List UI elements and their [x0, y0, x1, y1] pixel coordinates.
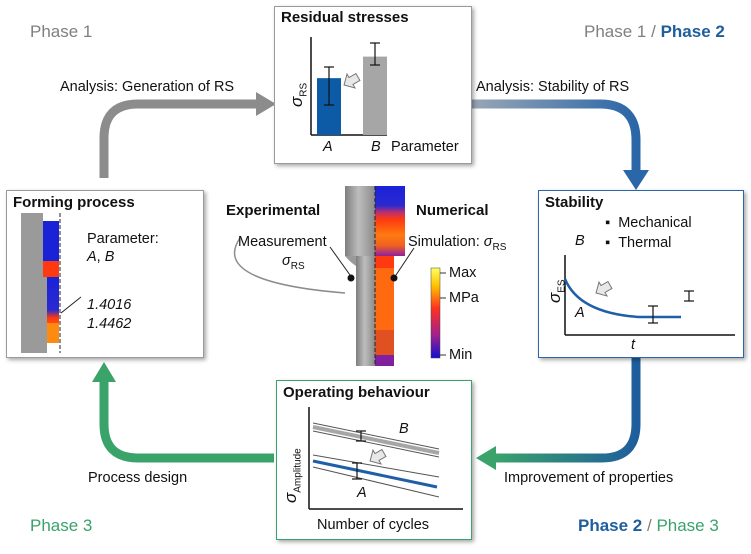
forming-parameter-values: A, B [87, 249, 114, 265]
operating-behaviour-title: Operating behaviour [283, 384, 430, 401]
simulation-sigma-sym: σ [483, 234, 493, 250]
phase-label-top-right-part1: Phase 1 [584, 22, 647, 41]
increase-arrow [343, 72, 361, 89]
arrow-label-improvement: Improvement of properties [504, 470, 674, 486]
residual-y-sym: σ [287, 96, 306, 107]
experimental-label: Experimental [226, 202, 321, 219]
forming-material-2: 1.4462 [87, 316, 132, 332]
residual-stresses-title: Residual stresses [281, 9, 409, 26]
forming-param-sep: , [96, 249, 105, 265]
arrow-phase2 [470, 99, 641, 172]
arrow-label-process-design: Process design [88, 470, 188, 486]
arrow-label-generation: Analysis: Generation of RS [60, 79, 235, 95]
stability-item-thermal: ▪ Thermal [605, 235, 672, 251]
simulation-text: Simulation: [408, 234, 484, 250]
stability-item-thermal-text: Thermal [618, 235, 672, 251]
forming-material-1: 1.4016 [87, 297, 132, 313]
color-scale [430, 267, 441, 359]
measurement-sigma: σRS [282, 253, 305, 272]
arrow-phase3 [99, 380, 274, 463]
stability-item-mechanical: ▪ Mechanical [605, 215, 692, 231]
residual-y-sub: RS [298, 82, 310, 97]
stability-item-mechanical-text: Mechanical [618, 215, 692, 231]
arrow-phase1-head [256, 92, 276, 116]
forming-process-panel: Forming process Parameter: A, B 1.4016 1… [6, 190, 204, 358]
sn-line-a [312, 459, 438, 489]
arrow-label-stability: Analysis: Stability of RS [476, 79, 630, 95]
operating-y-sub: Amplitude [292, 448, 304, 493]
arrow-phase3-head [92, 362, 116, 382]
sn-line-b [312, 425, 440, 455]
phase-label-bottom-right-part2: Phase 3 [656, 516, 719, 535]
operating-behaviour-panel: Operating behaviour B A σAmplitude Numbe… [276, 380, 472, 540]
scale-unit-label: MPa [449, 290, 479, 306]
stability-y-sym: σ [545, 292, 564, 303]
operating-arrow-icon [369, 448, 387, 465]
measurement-label: Measurement [238, 234, 327, 250]
phase-label-top-left: Phase 1 [30, 22, 93, 41]
residual-x-label: Parameter [391, 139, 459, 155]
measurement-sigma-sub: RS [290, 260, 305, 272]
measurement-arc [233, 237, 346, 294]
residual-stresses-panel: Residual stresses σRS A B Parameter [274, 6, 472, 164]
operating-label-b: B [399, 421, 409, 437]
operating-chart [308, 407, 463, 510]
stability-x-label: t [631, 337, 636, 353]
residual-cat-a: A [323, 139, 333, 155]
measurement-sigma-sym: σ [282, 253, 291, 269]
phase-label-bottom-right-sep: / [642, 516, 657, 535]
stability-label-b: B [575, 233, 585, 249]
stability-label-a: A [575, 305, 585, 321]
operating-y-label: σAmplitude [281, 448, 303, 503]
stability-chart [563, 255, 735, 336]
residual-stresses-chart [310, 37, 387, 136]
phase-label-top-right: Phase 1 / Phase 2 [584, 22, 725, 42]
stability-y-label: σES [545, 279, 567, 303]
stability-panel: Stability ▪ Mechanical ▪ Thermal B A σES… [538, 190, 744, 358]
measurement-point [347, 274, 355, 282]
forming-param-a: A [87, 249, 97, 265]
measurement-leader [329, 246, 351, 276]
scale-max-label: Max [449, 265, 477, 281]
simulation-sigma-sub: RS [492, 241, 507, 253]
operating-x-label: Number of cycles [317, 517, 430, 533]
forming-sim-image [21, 213, 81, 353]
simulation-leader [395, 247, 415, 276]
bar-b [363, 56, 387, 135]
operating-label-a: A [357, 485, 367, 501]
stability-arrow-icon [595, 280, 613, 297]
phase-label-bottom-left: Phase 3 [30, 516, 93, 535]
forming-process-title: Forming process [13, 194, 135, 211]
residual-y-label: σRS [287, 83, 309, 107]
phase-label-top-right-sep: / [646, 22, 661, 41]
arrow-phase2-head [623, 170, 649, 190]
numerical-label: Numerical [416, 202, 489, 219]
arrow-phase1 [99, 99, 258, 178]
stability-y-sub: ES [556, 279, 568, 293]
stability-curve [563, 278, 681, 319]
simulation-point [390, 274, 398, 282]
specimen-image [345, 186, 405, 366]
simulation-label: Simulation: σRS [408, 234, 506, 253]
phase-label-top-right-part2: Phase 2 [660, 22, 725, 41]
forming-parameter-label: Parameter: [87, 231, 159, 247]
phase-label-bottom-right: Phase 2 / Phase 3 [578, 516, 719, 536]
stability-title: Stability [545, 194, 604, 211]
phase-label-bottom-right-part1: Phase 2 [578, 516, 643, 535]
arrow-phase2-3-head [476, 446, 496, 470]
residual-cat-b: B [371, 139, 381, 155]
operating-y-sym: σ [281, 492, 300, 503]
arrow-phase2-3 [494, 358, 641, 463]
forming-param-b: B [104, 249, 115, 265]
scale-min-label: Min [449, 347, 473, 363]
